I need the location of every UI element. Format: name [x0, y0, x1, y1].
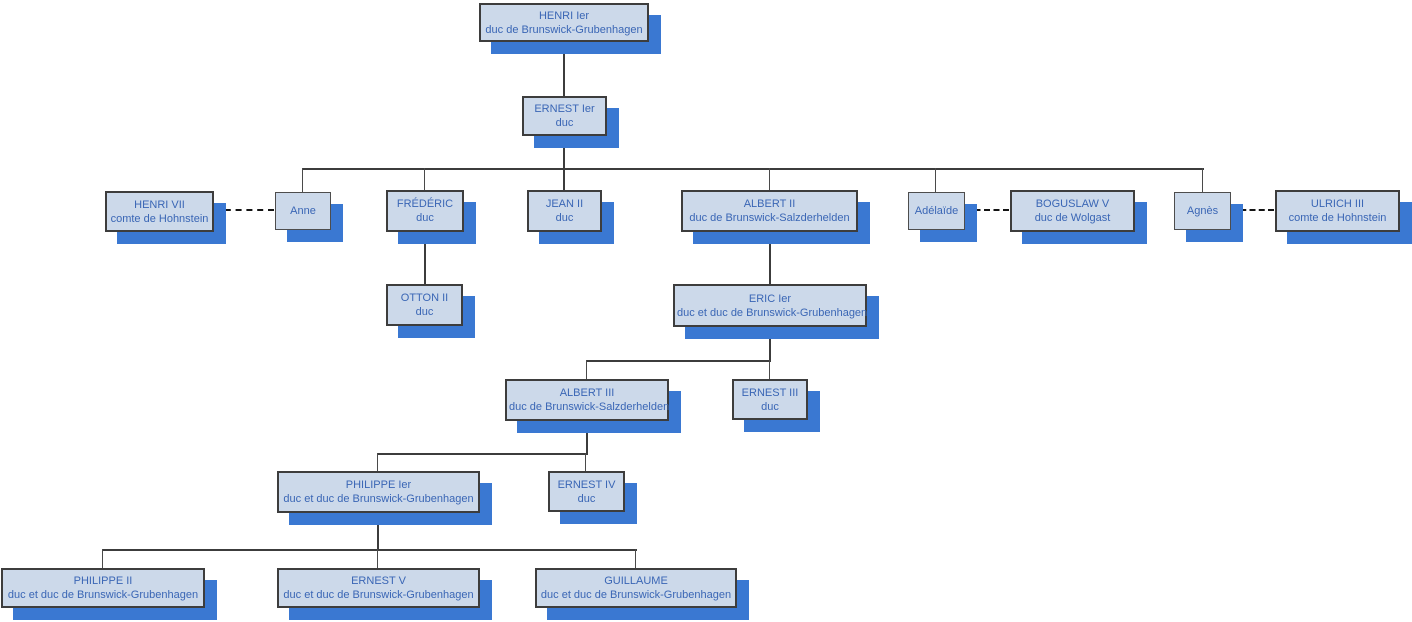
tree-node-philippe-ii: PHILIPPE II duc et duc de Brunswick-Grub…: [1, 568, 205, 608]
connector-philippe1-stem: [377, 513, 379, 550]
person-name: OTTON II: [400, 292, 449, 304]
connector-drop-ernest3: [769, 360, 770, 379]
connector-drop-frederic: [424, 168, 425, 190]
person-title: duc de Brunswick-Salzderhelden: [689, 212, 850, 224]
person-name: ERNEST V: [351, 575, 406, 587]
connector-bus-eric1-children: [586, 360, 771, 362]
person-name: ERIC Ier: [748, 292, 792, 305]
person-name: HENRI Ier: [538, 9, 590, 22]
person-title: comte de Hohnstein: [1288, 212, 1387, 224]
person-name: ALBERT III: [559, 387, 615, 399]
connector-drop-albert2: [769, 168, 770, 190]
person-name: GUILLAUME: [604, 575, 668, 587]
connector-albert2-eric1: [769, 232, 771, 284]
tree-node-otton-ii: OTTON II duc: [386, 284, 463, 326]
person-title: comte de Hohnstein: [110, 212, 209, 225]
marriage-link-adelaide-boguslaw5: [965, 209, 1009, 211]
person-title: duc et duc de Brunswick-Grubenhagen: [283, 493, 474, 505]
person-name: HENRI VII: [134, 198, 185, 211]
tree-node-henri-1er: HENRI Ier duc de Brunswick-Grubenhagen: [479, 3, 649, 42]
connector-drop-philippe1: [377, 453, 378, 471]
person-title: duc de Brunswick-Salzderhelden: [509, 401, 670, 413]
connector-drop-jean2: [563, 168, 565, 190]
person-title: duc: [761, 400, 779, 413]
connector-ernest1-stem: [563, 136, 565, 169]
person-title: duc et duc de Brunswick-Grubenhagen: [283, 589, 474, 601]
person-name: ULRICH III: [1310, 198, 1365, 210]
connector-drop-ernest5: [377, 549, 378, 568]
person-name: ERNEST III: [741, 386, 799, 399]
tree-node-jean-ii: JEAN II duc: [527, 190, 602, 232]
connector-drop-philippe2: [102, 549, 103, 568]
person-title: duc de Brunswick-Grubenhagen: [485, 23, 643, 36]
tree-node-boguslaw-v: BOGUSLAW V duc de Wolgast: [1010, 190, 1135, 232]
tree-node-ulrich-iii: ULRICH III comte de Hohnstein: [1275, 190, 1400, 232]
person-name: Anne: [290, 205, 316, 217]
person-title: duc et duc de Brunswick-Grubenhagen: [677, 306, 868, 319]
connector-drop-anne: [302, 168, 303, 192]
person-name: ERNEST Ier: [534, 103, 595, 115]
person-name: PHILIPPE II: [73, 575, 133, 587]
tree-node-guillaume: GUILLAUME duc et duc de Brunswick-Gruben…: [535, 568, 737, 608]
person-title: duc et duc de Brunswick-Grubenhagen: [540, 589, 732, 601]
tree-node-adelaide: Adélaïde: [908, 192, 965, 230]
person-name: BOGUSLAW V: [1035, 198, 1110, 210]
person-title: duc: [555, 212, 574, 224]
connector-eric1-stem: [769, 327, 771, 361]
person-name: Adélaïde: [914, 205, 959, 217]
person-title: duc de Wolgast: [1034, 212, 1111, 224]
person-name: ERNEST IV: [557, 478, 616, 491]
connector-drop-guillaume: [635, 549, 636, 568]
person-name: JEAN II: [545, 198, 584, 210]
connector-bus-albert3-children: [377, 453, 588, 455]
tree-node-anne: Anne: [275, 192, 331, 230]
tree-node-albert-iii: ALBERT III duc de Brunswick-Salzderhelde…: [505, 379, 669, 421]
connector-drop-agnes: [1202, 168, 1203, 192]
person-name: FRÉDÉRIC: [396, 198, 454, 210]
connector-bus-ernest1-children: [303, 168, 1204, 170]
person-title: duc: [555, 117, 574, 129]
tree-node-eric-1er: ERIC Ier duc et duc de Brunswick-Grubenh…: [673, 284, 867, 327]
tree-node-ernest-iii: ERNEST III duc: [732, 379, 808, 420]
connector-drop-albert3: [586, 360, 587, 379]
marriage-link-henri7-anne: [214, 209, 274, 211]
connector-drop-ernest4: [585, 453, 586, 471]
tree-node-agnes: Agnès: [1174, 192, 1231, 230]
tree-node-ernest-1er: ERNEST Ier duc: [522, 96, 607, 136]
person-name: PHILIPPE Ier: [345, 479, 412, 491]
tree-node-henri-vii: HENRI VII comte de Hohnstein: [105, 191, 214, 232]
connector-albert3-stem: [586, 421, 588, 454]
person-title: duc: [415, 306, 434, 318]
connector-drop-adelaide: [935, 168, 936, 192]
tree-node-ernest-v: ERNEST V duc et duc de Brunswick-Grubenh…: [277, 568, 480, 608]
person-title: duc: [577, 492, 596, 505]
tree-node-albert-ii: ALBERT II duc de Brunswick-Salzderhelden: [681, 190, 858, 232]
connector-henri1-ernest1: [563, 42, 565, 96]
person-title: duc et duc de Brunswick-Grubenhagen: [7, 589, 199, 601]
person-name: ALBERT II: [743, 198, 796, 210]
tree-node-ernest-iv: ERNEST IV duc: [548, 471, 625, 512]
tree-node-frederic: FRÉDÉRIC duc: [386, 190, 464, 232]
marriage-link-agnes-ulrich3: [1231, 209, 1274, 211]
person-name: Agnès: [1186, 205, 1219, 217]
connector-frederic-otton2: [424, 232, 426, 284]
person-title: duc: [416, 212, 434, 224]
tree-node-philippe-1er: PHILIPPE Ier duc et duc de Brunswick-Gru…: [277, 471, 480, 513]
connector-bus-philippe1-children: [102, 549, 637, 551]
